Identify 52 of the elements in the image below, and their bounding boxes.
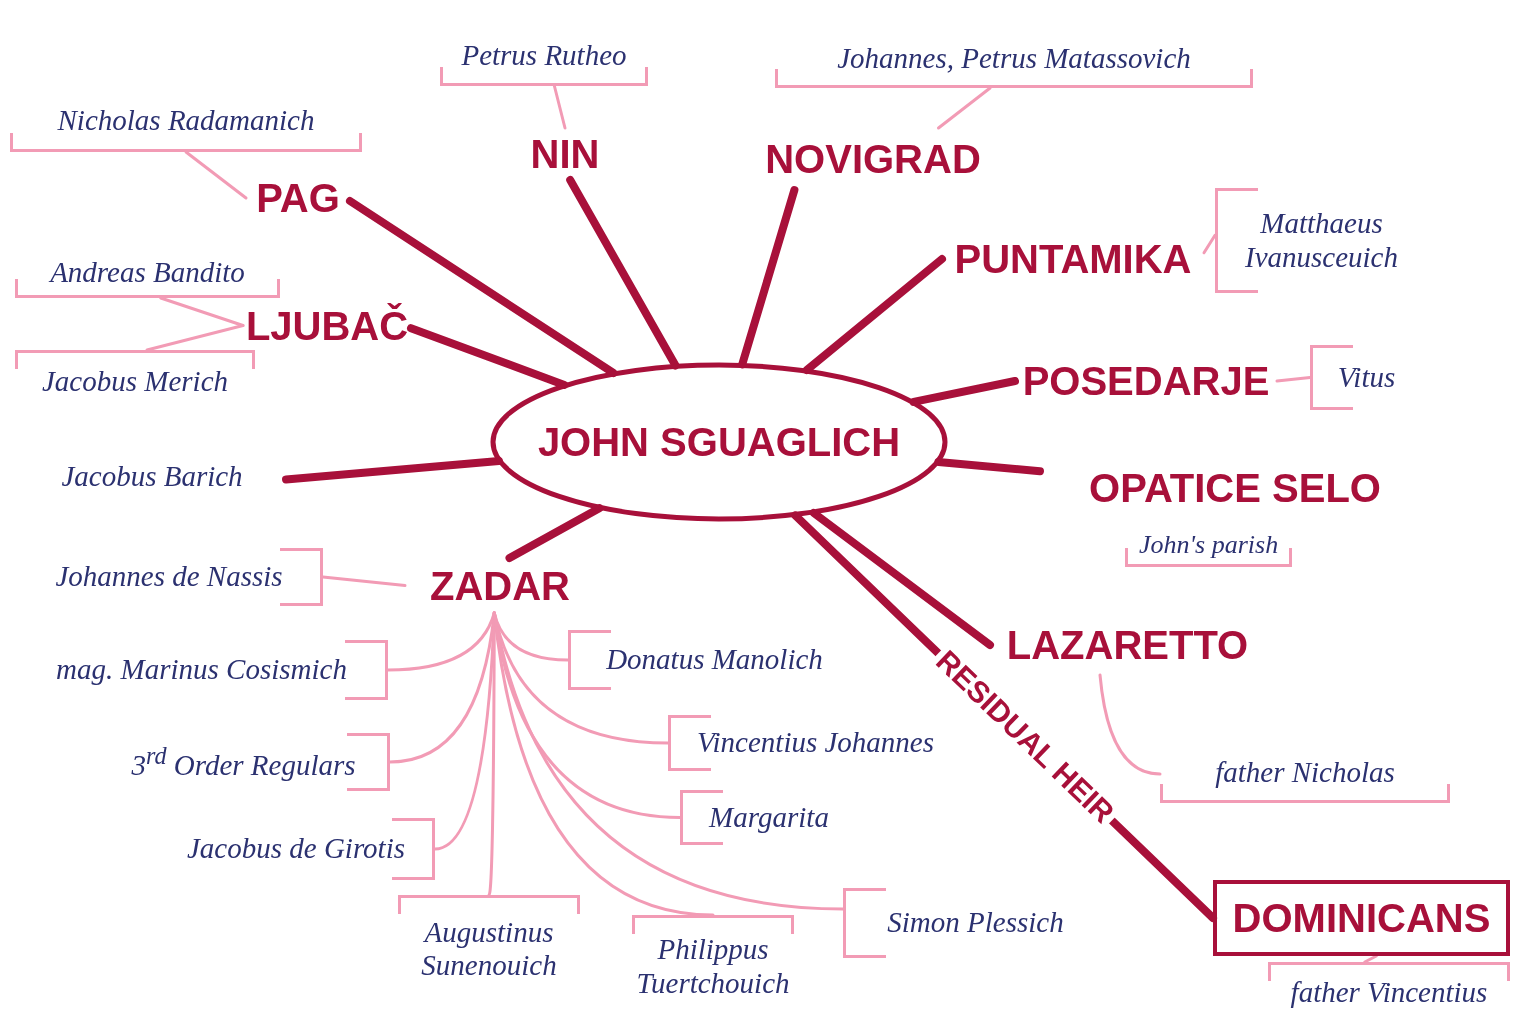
connector-line: [566, 176, 680, 370]
person-name: Augustinus Sunenouich: [420, 915, 558, 983]
connector-line: [552, 84, 567, 130]
person-name: Jacobus Merich: [42, 364, 228, 399]
place-name: ZADAR: [430, 564, 570, 607]
person-name: Johannes de Nassis: [55, 560, 283, 594]
connector-line: [909, 377, 1019, 406]
place-name: PUNTAMIKA: [954, 238, 1192, 280]
connector-line: [1202, 233, 1217, 255]
place-name: NIN: [530, 133, 600, 175]
person-name: Philippus Tuertchouich: [636, 933, 790, 1000]
connector-line: [1275, 376, 1312, 383]
connector-line: [492, 611, 682, 819]
connector-line: [1098, 673, 1162, 776]
connector-line: [184, 150, 248, 200]
connector-line: [492, 611, 670, 745]
person-name: Andreas Bandito: [50, 255, 245, 290]
connector-line: [145, 324, 245, 352]
person-name: father Nicholas: [1215, 755, 1395, 790]
connector-line: [809, 508, 994, 649]
place-name: POSEDARJE: [1022, 360, 1270, 402]
heir-name: DOMINICANS: [1232, 897, 1491, 939]
connector-line: [159, 296, 245, 327]
connector-line: [346, 197, 618, 377]
place-name: PAG: [256, 177, 340, 219]
person-name: Vitus: [1337, 360, 1396, 395]
place-name: NOVIGRAD: [765, 138, 981, 180]
place-name: LJUBAČ: [245, 304, 409, 347]
person-name: Nicholas Radamanich: [57, 103, 315, 138]
person-name: Margarita: [709, 800, 829, 835]
person-name: mag. Marinus Cosismich: [56, 653, 347, 687]
person-name: Simon Plessich: [887, 906, 1064, 940]
person-name: Jacobus Barich: [61, 460, 243, 494]
connector-line: [282, 457, 503, 484]
connector-line: [321, 575, 407, 587]
person-name: Donatus Manolich: [606, 643, 823, 677]
person-name: Johannes, Petrus Matassovich: [837, 41, 1191, 76]
person-name: Jacobus de Girotis: [187, 832, 405, 866]
connector-line: [802, 255, 946, 375]
person-name: Petrus Rutheo: [461, 38, 627, 73]
heir-box: [1213, 880, 1510, 956]
person-name: 3$^{rd}$ Order Regulars: [131, 742, 356, 782]
place-name: OPATICE SELO: [1089, 466, 1381, 509]
person-name: father Vincentius: [1290, 975, 1488, 1010]
central-name: JOHN SGUAGLICH: [537, 419, 901, 465]
person-name: Matthaeus Ivanusceuich: [1244, 207, 1399, 274]
connector-line: [937, 86, 992, 130]
connector-line: [934, 458, 1044, 476]
connector-line: [505, 504, 604, 562]
connector-line: [407, 324, 569, 389]
connector-line: [1363, 954, 1378, 964]
connector-line: [386, 611, 496, 672]
